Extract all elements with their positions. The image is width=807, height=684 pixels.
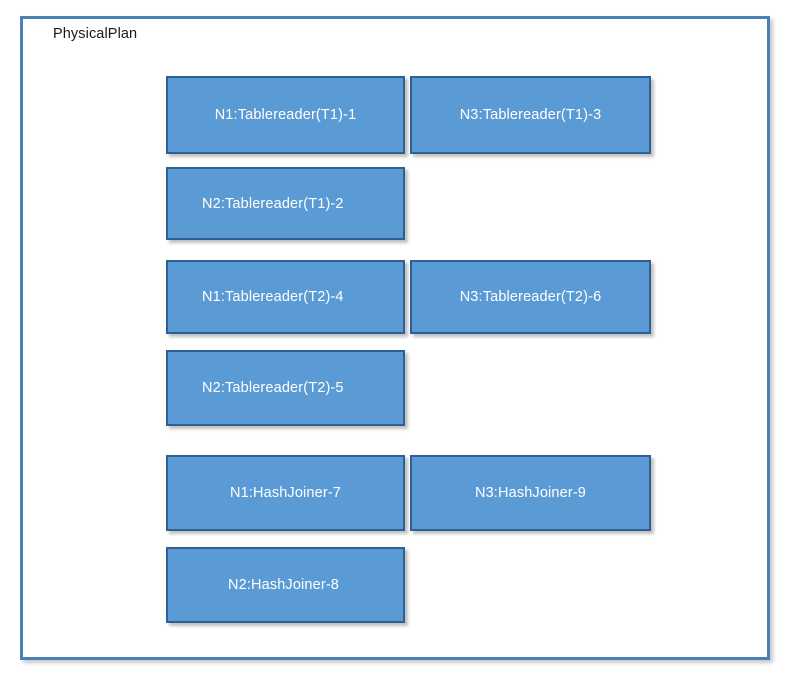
node-label: N2:Tablereader(T1)-2 [202,195,344,212]
node-box-n2-tablereader-t2-5[interactable]: N2:Tablereader(T2)-5 [166,350,405,426]
node-label: N2:HashJoiner-8 [227,577,340,593]
node-box-n1-tablereader-t1-1[interactable]: N1:Tablereader(T1)-1 [166,76,405,154]
node-label: N1:Tablereader(T2)-4 [202,289,344,305]
node-box-n2-hashjoiner-8[interactable]: N2:HashJoiner-8 [166,547,405,623]
node-box-n1-hashjoiner-7[interactable]: N1:HashJoiner-7 [166,455,405,531]
node-box-n3-hashjoiner-9[interactable]: N3:HashJoiner-9 [410,455,651,531]
node-label: N3:Tablereader(T2)-6 [459,289,602,305]
node-box-n3-tablereader-t1-3[interactable]: N3:Tablereader(T1)-3 [410,76,651,154]
node-label: N1:HashJoiner-7 [229,485,342,501]
node-label: N1:Tablereader(T1)-1 [214,107,357,123]
node-label: N3:HashJoiner-9 [474,485,587,501]
node-box-n2-tablereader-t1-2[interactable]: N2:Tablereader(T1)-2 [166,167,405,240]
physical-plan-title: PhysicalPlan [53,26,138,42]
node-label: N2:Tablereader(T2)-5 [202,380,344,396]
node-box-n3-tablereader-t2-6[interactable]: N3:Tablereader(T2)-6 [410,260,651,334]
physical-plan-container: PhysicalPlan N1:Tablereader(T1)-1 N3:Tab… [20,16,770,660]
node-label: N3:Tablereader(T1)-3 [459,107,602,123]
node-box-n1-tablereader-t2-4[interactable]: N1:Tablereader(T2)-4 [166,260,405,334]
